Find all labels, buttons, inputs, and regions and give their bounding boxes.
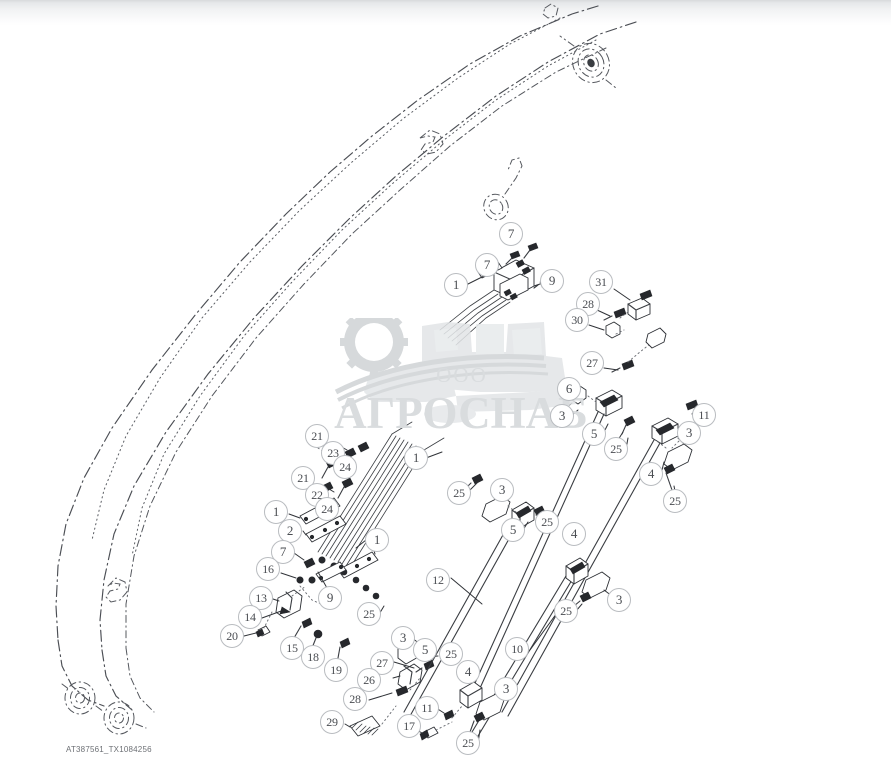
callout-3[interactable]: 3 [607, 588, 631, 612]
callout-4[interactable]: 4 [639, 462, 663, 486]
boom-arm-outline [55, 3, 637, 735]
callout-1[interactable]: 1 [365, 528, 389, 552]
callout-3[interactable]: 3 [391, 626, 415, 650]
callout-14[interactable]: 14 [238, 605, 262, 629]
drawing-part-number: AT387561_TX1084256 [66, 745, 152, 754]
boom-base [57, 639, 155, 735]
callout-28[interactable]: 28 [343, 687, 367, 711]
small-parts-upper-right [588, 288, 667, 373]
callout-7[interactable]: 7 [271, 540, 295, 564]
callout-10[interactable]: 10 [505, 637, 529, 661]
callout-1[interactable]: 1 [404, 446, 428, 470]
callout-3[interactable]: 3 [550, 404, 574, 428]
callout-4[interactable]: 4 [562, 522, 586, 546]
callout-11[interactable]: 11 [415, 696, 439, 720]
callout-16[interactable]: 16 [256, 557, 280, 581]
tube-end-right-upper [469, 385, 636, 698]
boom-tip-pivot [559, 35, 617, 89]
callout-24[interactable]: 24 [315, 497, 339, 521]
callout-3[interactable]: 3 [490, 478, 514, 502]
callout-17[interactable]: 17 [397, 714, 421, 738]
callout-20[interactable]: 20 [220, 624, 244, 648]
callout-27[interactable]: 27 [580, 351, 604, 375]
callout-24[interactable]: 24 [333, 455, 357, 479]
callout-25[interactable]: 25 [663, 489, 687, 513]
callout-9[interactable]: 9 [540, 269, 564, 293]
callout-7[interactable]: 7 [499, 222, 523, 246]
callout-9[interactable]: 9 [318, 586, 342, 610]
fitting-cluster-bottom [243, 552, 435, 737]
callout-25[interactable]: 25 [554, 599, 578, 623]
callout-5[interactable]: 5 [413, 638, 437, 662]
window-top-strip [0, 0, 891, 26]
coil-spring [349, 715, 381, 737]
callout-25[interactable]: 25 [456, 731, 480, 755]
callout-6[interactable]: 6 [557, 377, 581, 401]
callout-4[interactable]: 4 [456, 660, 480, 684]
callout-31[interactable]: 31 [589, 270, 613, 294]
callout-25[interactable]: 25 [535, 510, 559, 534]
callout-3[interactable]: 3 [677, 421, 701, 445]
callout-1[interactable]: 1 [444, 273, 468, 297]
boom-mid-hook [105, 577, 128, 603]
callout-18[interactable]: 18 [301, 645, 325, 669]
callout-3[interactable]: 3 [494, 677, 518, 701]
callout-30[interactable]: 30 [565, 308, 589, 332]
lift-eye-upper [419, 129, 444, 155]
lift-eye-lower [483, 157, 523, 221]
callout-29[interactable]: 29 [320, 710, 344, 734]
callout-5[interactable]: 5 [582, 422, 606, 446]
callout-11[interactable]: 11 [692, 403, 716, 427]
callout-26[interactable]: 26 [357, 668, 381, 692]
callout-7[interactable]: 7 [475, 253, 499, 277]
hose-bundle [317, 421, 445, 569]
callout-25[interactable]: 25 [604, 437, 628, 461]
callout-12[interactable]: 12 [426, 568, 450, 592]
callout-25[interactable]: 25 [447, 481, 471, 505]
callout-25[interactable]: 25 [357, 602, 381, 626]
callout-19[interactable]: 19 [324, 658, 348, 682]
boom-top-hook-bracket [542, 3, 559, 19]
callout-5[interactable]: 5 [501, 518, 525, 542]
callout-25[interactable]: 25 [439, 642, 463, 666]
